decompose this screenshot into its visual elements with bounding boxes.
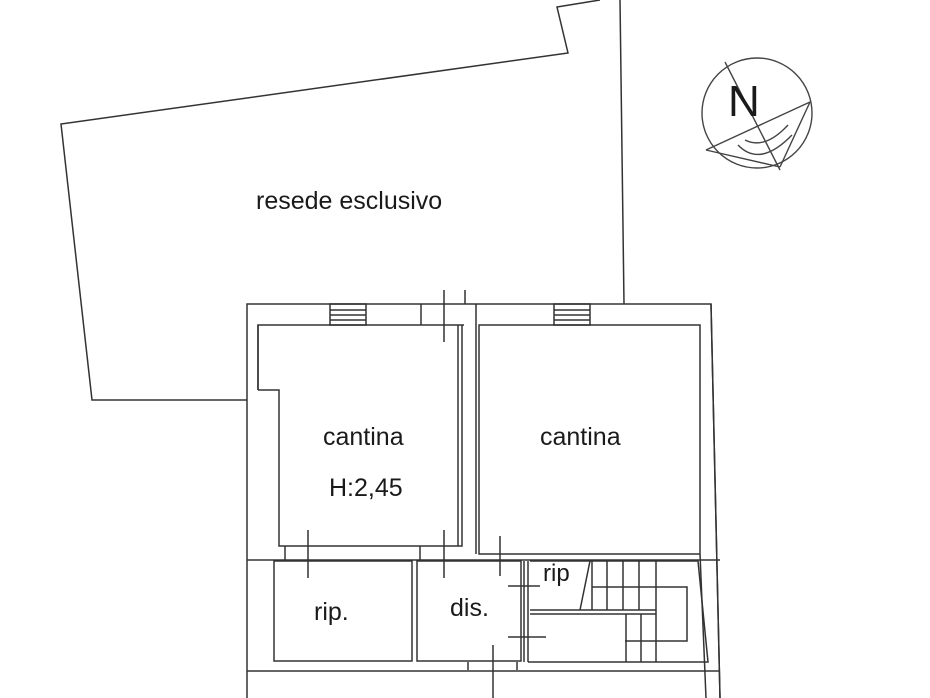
resede-boundary	[60, 0, 601, 401]
compass-rose	[701, 57, 813, 171]
ripostiglio-left-label: rip.	[314, 598, 349, 626]
resede-east-boundary	[619, 0, 625, 305]
cantina-left-label: cantina	[323, 423, 404, 451]
disimpegno-label: dis.	[450, 594, 489, 622]
cantina-left-wall	[257, 324, 464, 390]
north-icon: N	[728, 77, 760, 126]
cantina-right-label: cantina	[540, 423, 621, 451]
building-outer-wall	[246, 303, 721, 698]
resede-label: resede esclusivo	[256, 187, 443, 215]
ceiling-height-label: H:2,45	[329, 474, 403, 502]
ripostiglio-stair-label: rip	[543, 560, 570, 587]
ripostiglio-left-wall	[273, 560, 413, 662]
disimpegno-wall	[416, 560, 522, 662]
